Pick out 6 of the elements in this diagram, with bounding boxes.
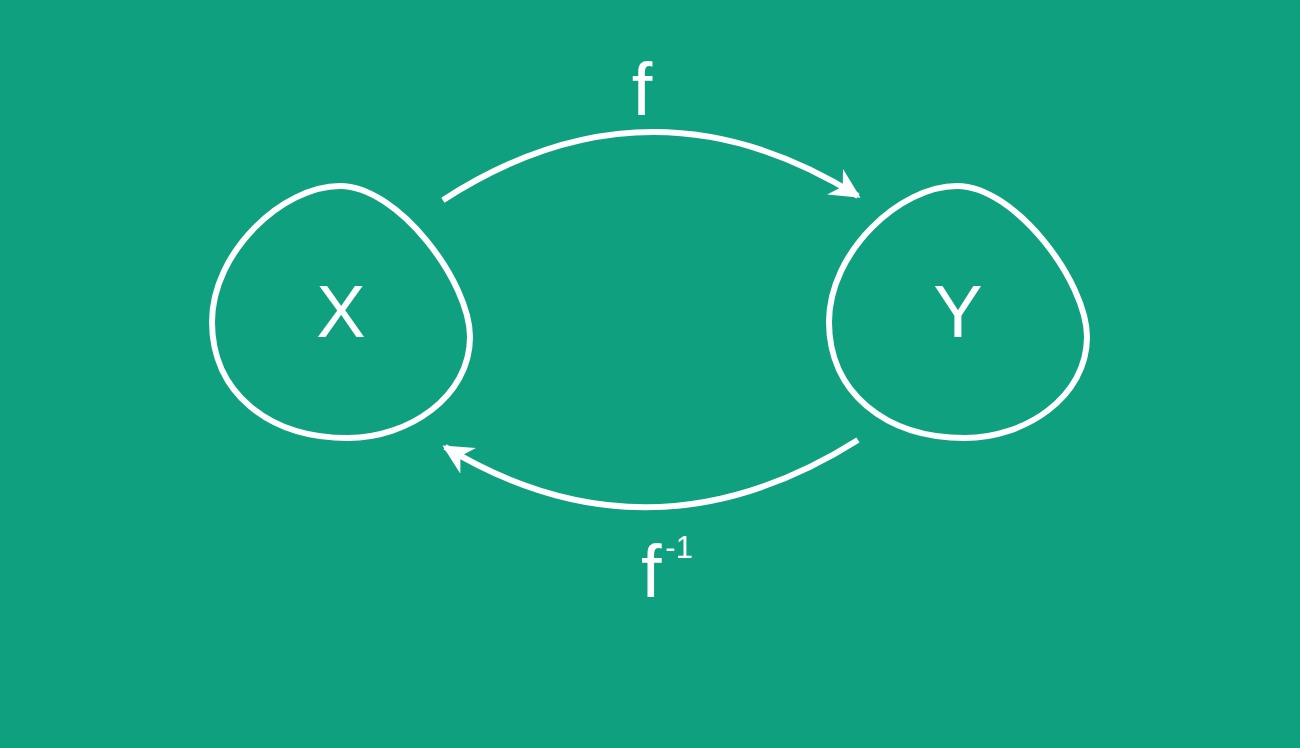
set-outline xyxy=(825,182,1091,442)
curved-arrow xyxy=(441,129,861,203)
curved-arrow xyxy=(442,437,860,511)
set-label: X xyxy=(315,275,367,349)
set-label: Y xyxy=(932,275,984,349)
set-outline xyxy=(208,182,474,442)
